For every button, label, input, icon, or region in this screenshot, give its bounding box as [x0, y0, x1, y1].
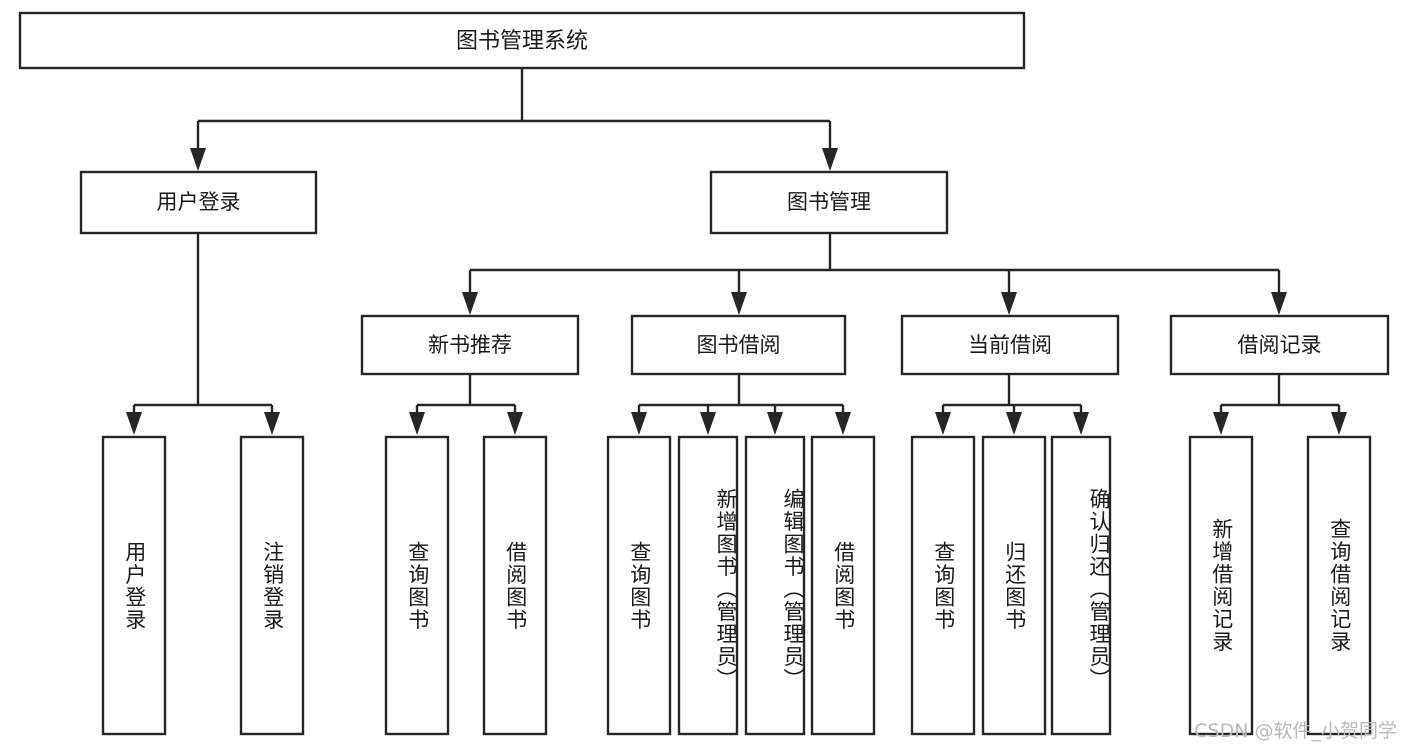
- node-user-login[interactable]: 用户登录: [79, 170, 318, 235]
- node-current-borrow[interactable]: 当前借阅: [900, 314, 1120, 376]
- connector-group-book-management: [462, 233, 1287, 315]
- arrowhead-leaf-borrow-book-rec: [507, 412, 523, 435]
- leaf-user-login-box[interactable]: [101, 435, 167, 736]
- leaf-query-book-borrow-box[interactable]: [606, 435, 672, 736]
- node-book-borrow-label: 图书借阅: [697, 333, 781, 357]
- connector-group-user-login: [126, 233, 280, 435]
- arrowhead-leaf-add-borrow-record: [1213, 412, 1229, 435]
- arrowhead-leaf-borrow-book: [835, 412, 851, 435]
- leaf-add-book-box[interactable]: [677, 435, 739, 736]
- connector-group-book-borrow: [631, 374, 851, 435]
- node-current-borrow-label: 当前借阅: [968, 333, 1052, 357]
- leaf-edit-book-box[interactable]: [744, 435, 806, 736]
- connector-group-new-book-recommend: [409, 374, 523, 435]
- arrowhead-leaf-return-book: [1006, 412, 1022, 435]
- connector-group-root: [190, 68, 838, 171]
- leaf-query-borrow-record-box[interactable]: [1306, 435, 1372, 736]
- leaf-query-book-rec-box[interactable]: [384, 435, 450, 736]
- node-user-login-box[interactable]: [79, 170, 318, 235]
- arrowhead-leaf-add-book: [700, 412, 716, 435]
- leaf-query-book-current-box[interactable]: [910, 435, 976, 736]
- arrowhead-leaf-query-book-current: [935, 412, 951, 435]
- arrowhead-leaf-confirm-return: [1073, 412, 1089, 435]
- connector-group-current-borrow: [935, 374, 1089, 435]
- leaf-confirm-return-box[interactable]: [1050, 435, 1112, 736]
- leaf-borrow-book-rec-box[interactable]: [482, 435, 548, 736]
- node-new-book-recommend-box[interactable]: [360, 314, 580, 376]
- node-root-box[interactable]: [18, 11, 1026, 70]
- arrowhead-leaf-user-login: [126, 412, 142, 435]
- node-user-login-label: 用户登录: [157, 190, 241, 214]
- csdn-watermark: CSDN @软件_小贺同学: [1194, 720, 1397, 742]
- node-book-borrow[interactable]: 图书借阅: [630, 314, 847, 376]
- arrowhead-new-book-recommend: [462, 292, 478, 315]
- node-root-label: 图书管理系统: [456, 29, 588, 54]
- node-borrow-record-label: 借阅记录: [1238, 333, 1322, 357]
- node-book-management-label: 图书管理: [787, 190, 871, 214]
- leaf-add-borrow-record-box[interactable]: [1188, 435, 1254, 736]
- node-new-book-recommend[interactable]: 新书推荐: [360, 314, 580, 376]
- arrowhead-book-management: [822, 148, 838, 171]
- arrowhead-leaf-edit-book: [767, 412, 783, 435]
- arrowhead-borrow-record: [1271, 292, 1287, 315]
- arrowhead-leaf-query-book-rec: [409, 412, 425, 435]
- arrowhead-book-borrow: [731, 292, 747, 315]
- node-borrow-record-box[interactable]: [1169, 314, 1390, 376]
- arrowhead-user-login: [190, 148, 206, 171]
- leaf-return-book-box[interactable]: [981, 435, 1047, 736]
- arrowhead-leaf-query-borrow-record: [1331, 412, 1347, 435]
- node-book-borrow-box[interactable]: [630, 314, 847, 376]
- leaf-borrow-book-box[interactable]: [810, 435, 876, 736]
- node-root[interactable]: 图书管理系统: [18, 11, 1026, 70]
- node-book-management-box[interactable]: [709, 170, 949, 235]
- node-current-borrow-box[interactable]: [900, 314, 1120, 376]
- arrowhead-current-borrow: [1001, 292, 1017, 315]
- node-new-book-recommend-label: 新书推荐: [428, 333, 512, 357]
- leaf-logout-box[interactable]: [239, 435, 305, 736]
- connector-group-borrow-record: [1213, 374, 1347, 435]
- arrowhead-leaf-logout: [264, 412, 280, 435]
- node-book-management[interactable]: 图书管理: [709, 170, 949, 235]
- arrowhead-leaf-query-book-borrow: [631, 412, 647, 435]
- node-borrow-record[interactable]: 借阅记录: [1169, 314, 1390, 376]
